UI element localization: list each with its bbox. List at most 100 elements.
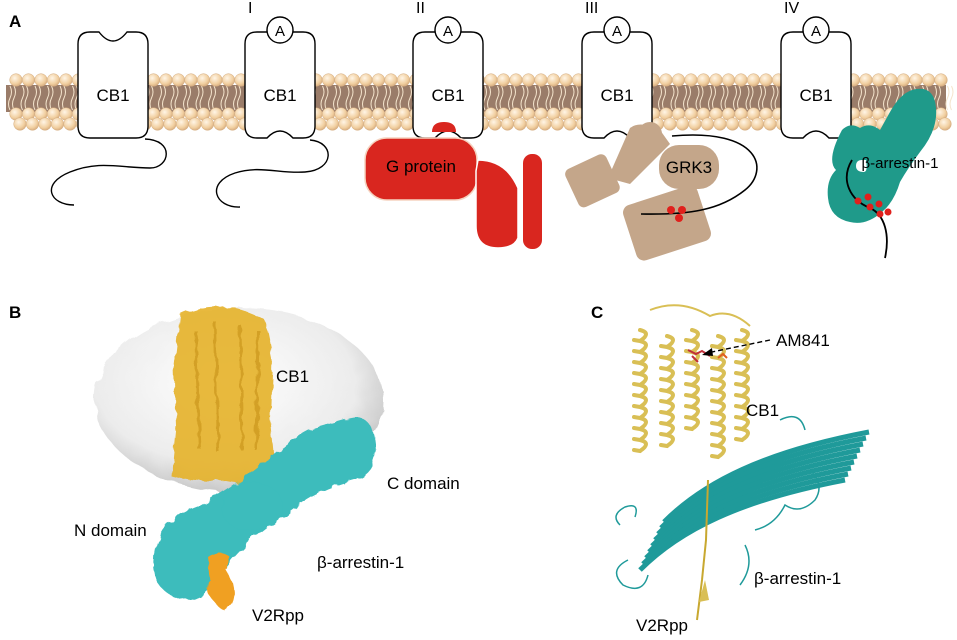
- lipid-head: [196, 73, 211, 87]
- arrestin-ribbon: [615, 415, 870, 590]
- transmembrane-helix: [659, 334, 675, 449]
- lipid-head: [500, 117, 515, 131]
- cb1-label-b: CB1: [276, 367, 309, 386]
- lipid-head: [34, 73, 48, 87]
- agonist-icon: [266, 16, 294, 44]
- lipid-head: [538, 117, 552, 131]
- lipid-head: [675, 117, 690, 131]
- v2rpp-label-c: V2Rpp: [636, 616, 688, 635]
- lipid-head: [721, 73, 736, 87]
- lipid-head: [713, 117, 727, 131]
- lipid-head: [671, 73, 686, 87]
- lipid-tail: [495, 85, 504, 111]
- v2rpp-density: [207, 553, 235, 611]
- receptor-label: CB1: [96, 86, 129, 105]
- lipid-tail: [945, 85, 954, 111]
- lipid-tail: [733, 85, 741, 111]
- lipid-head: [871, 73, 886, 87]
- lipid-tail: [208, 85, 216, 111]
- lipid-head: [700, 117, 715, 131]
- lipid-tail: [670, 85, 679, 111]
- lipid-head: [221, 73, 236, 87]
- lipid-head: [934, 73, 948, 87]
- lipid-head: [334, 73, 348, 87]
- v2rpp-strand: [699, 580, 709, 602]
- lipid-head: [350, 117, 365, 131]
- lipid-tail: [870, 85, 879, 111]
- lipid-head: [546, 73, 561, 87]
- lipid-head: [38, 117, 52, 131]
- phospho-site: [866, 203, 874, 211]
- cb1-receptor: CB1: [77, 31, 149, 139]
- lipid-head: [484, 73, 498, 87]
- lipid-tail: [508, 85, 516, 111]
- agonist-label: A: [275, 23, 285, 40]
- receptor-label: CB1: [799, 86, 832, 105]
- phospho-site: [678, 206, 686, 214]
- lipid-head: [909, 73, 923, 87]
- agonist-icon: [603, 16, 631, 44]
- lipid-head: [513, 117, 527, 131]
- lipid-tail: [383, 85, 391, 111]
- lipid-head: [338, 117, 352, 131]
- lipid-tail: [58, 85, 66, 111]
- lipid-head: [884, 73, 898, 87]
- am841-label: AM841: [776, 331, 830, 350]
- grk3-label: GRK3: [666, 158, 712, 177]
- beta-strand: [656, 441, 864, 536]
- v2rpp-ribbon: [696, 479, 709, 621]
- c-terminal-tail: [50, 138, 167, 206]
- lipid-head: [59, 73, 73, 87]
- lipid-head: [25, 117, 40, 131]
- lipid-head: [188, 117, 202, 131]
- phospho-site: [675, 214, 683, 222]
- lipid-head: [521, 73, 536, 87]
- lipid-tail: [183, 85, 191, 111]
- c-terminal-tail: [215, 139, 329, 208]
- lipid-head: [663, 117, 677, 131]
- agonist-label: A: [612, 23, 622, 40]
- lipid-head: [359, 73, 373, 87]
- c-domain-label: C domain: [387, 474, 460, 493]
- lipid-tail: [533, 85, 541, 111]
- lipid-head: [709, 73, 723, 87]
- lipid-tail: [658, 85, 666, 111]
- agonist-icon: [802, 16, 830, 44]
- v2rpp-label-b: V2Rpp: [252, 606, 304, 625]
- beta-strand: [638, 477, 846, 572]
- g-gamma-subunit: [523, 154, 542, 249]
- lipid-head: [21, 73, 36, 87]
- cb1-ribbon: [632, 304, 751, 460]
- lipid-tail: [758, 85, 766, 111]
- lipid-head: [759, 73, 773, 87]
- lipid-head: [63, 117, 77, 131]
- transmembrane-helix: [684, 328, 700, 432]
- lipid-tail: [745, 85, 754, 111]
- lipid-tail: [170, 85, 179, 111]
- lipid-head: [684, 73, 698, 87]
- lipid-head: [659, 73, 673, 87]
- beta-strand: [659, 435, 867, 530]
- lipid-head: [534, 73, 548, 87]
- transmembrane-helix: [710, 334, 726, 460]
- lipid-head: [50, 117, 65, 131]
- lipid-tail: [770, 85, 779, 111]
- lipid-tail: [883, 85, 891, 111]
- agonist-label: A: [811, 23, 821, 40]
- panel-c: C AM841 CB1 β-arrestin-1 V2Rpp: [591, 303, 870, 635]
- lipid-tail: [233, 85, 241, 111]
- lipid-tail: [395, 85, 404, 111]
- lipid-head: [171, 73, 186, 87]
- grk3-ph-domain: [623, 185, 711, 261]
- lipid-head: [400, 117, 415, 131]
- phospho-site: [876, 210, 884, 218]
- lipid-head: [563, 117, 577, 131]
- grk3-kinase-domain: [659, 145, 719, 189]
- lipid-head: [9, 73, 23, 87]
- lipid-head: [209, 73, 223, 87]
- lipid-head: [175, 117, 190, 131]
